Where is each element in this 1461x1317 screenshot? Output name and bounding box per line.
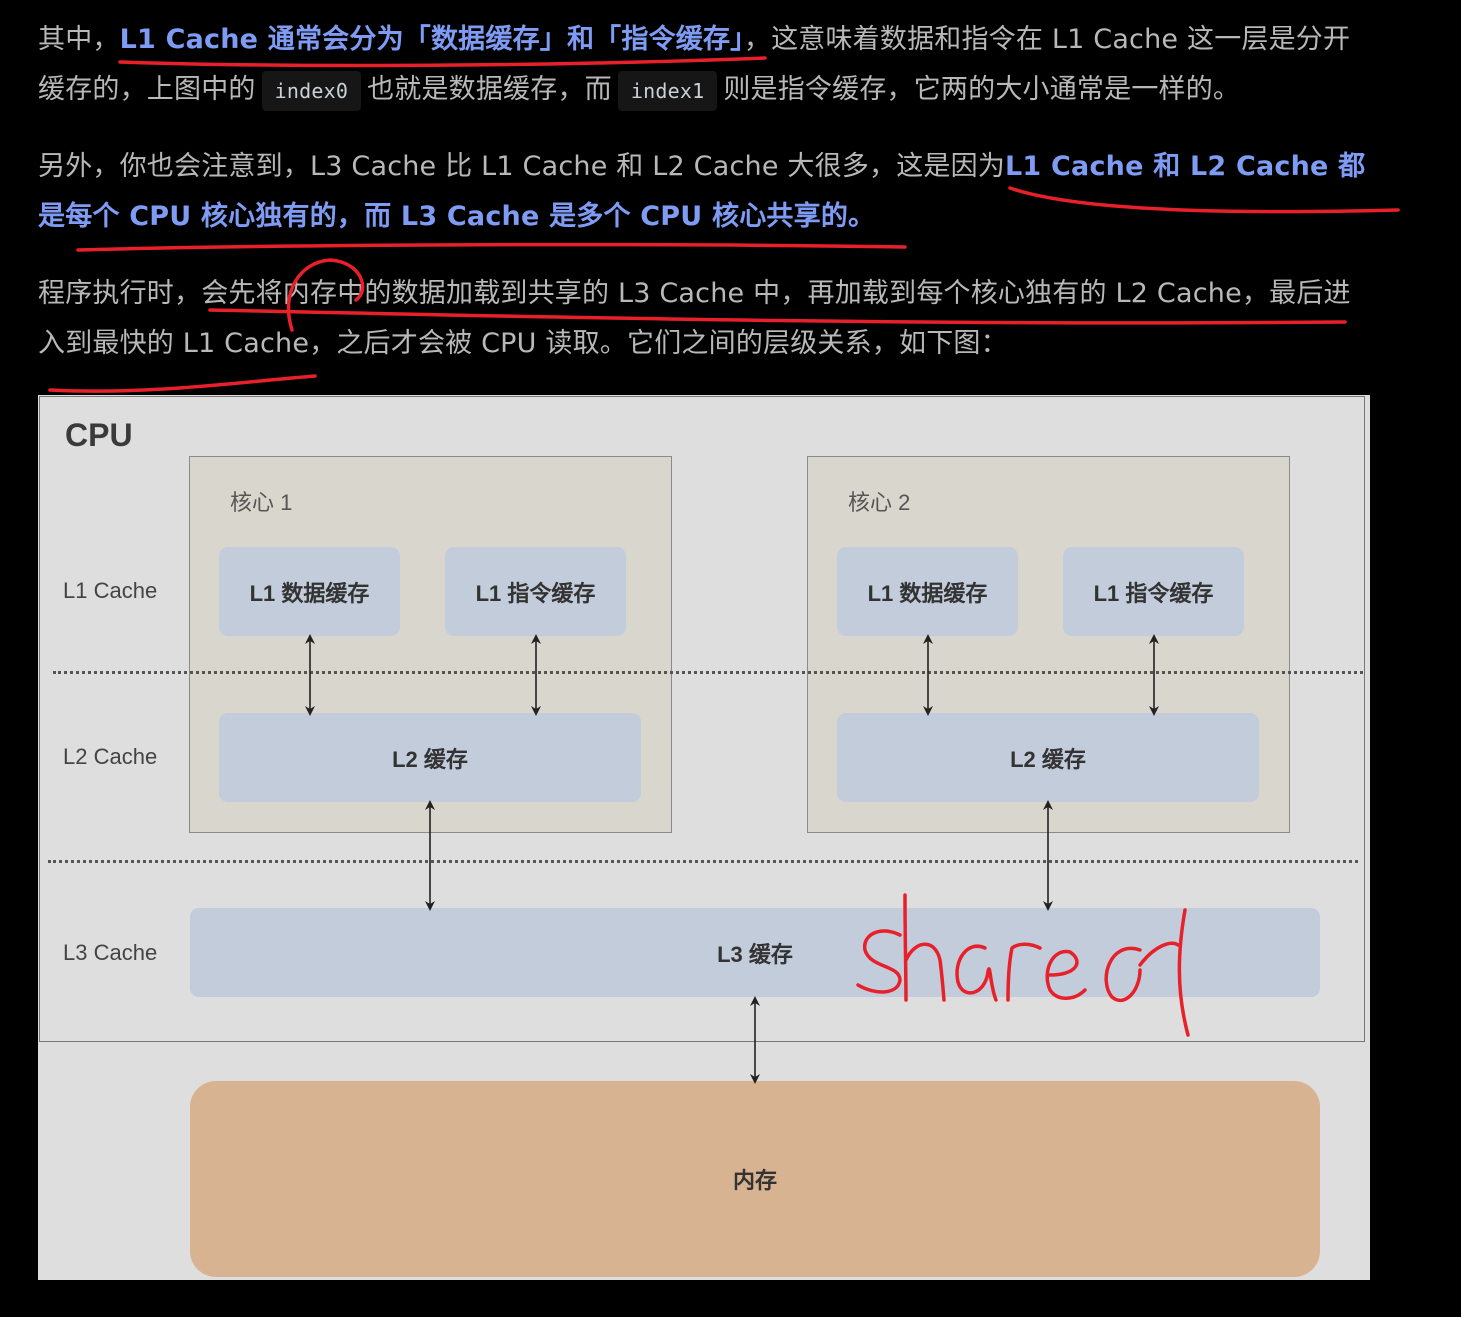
row-label-l3: L3 Cache xyxy=(63,940,158,965)
separator-l1-l2 xyxy=(53,671,1363,674)
cache-hierarchy-diagram: CPU L1 Cache L2 Cache L3 Cache 核心 1 L1 数… xyxy=(38,395,1370,1280)
p2-text-start: 另外，你也会注意到，L3 Cache 比 L1 Cache 和 L2 Cache… xyxy=(38,151,1006,182)
core-2-l1-instruction-cache: L1 指令缓存 xyxy=(1063,547,1244,636)
p1-text-end: 则是指令缓存，它两的大小通常是一样的。 xyxy=(723,74,1241,105)
core-1-label: 核心 1 xyxy=(230,490,293,515)
cpu-boundary: CPU xyxy=(39,396,1365,1042)
main-memory: 内存 xyxy=(190,1081,1320,1277)
paragraph-2: 另外，你也会注意到，L3 Cache 比 L1 Cache 和 L2 Cache… xyxy=(38,142,1368,242)
code-index1: index1 xyxy=(617,71,718,111)
paragraph-1: 其中，L1 Cache 通常会分为「数据缓存」和「指令缓存」，这意味着数据和指令… xyxy=(38,15,1368,116)
arrows-layer xyxy=(305,634,1159,1084)
paragraph-3: 程序执行时，会先将内存中的数据加载到共享的 L3 Cache 中，再加载到每个核… xyxy=(38,269,1368,369)
p1-text-mid1: ，这意味着数据和指令在 L1 Cache 这一层是分开缓存的，上图中的 xyxy=(38,24,1351,105)
underline-p3-line2 xyxy=(48,374,317,393)
p2-highlight: L1 Cache 和 L2 Cache 都是每个 CPU 核心独有的，而 L3 … xyxy=(38,151,1366,232)
core-1-box: 核心 1 L1 数据缓存 L1 指令缓存 L2 缓存 xyxy=(189,456,672,833)
p1-highlight: L1 Cache 通常会分为「数据缓存」和「指令缓存」 xyxy=(119,24,744,55)
row-label-l1: L1 Cache xyxy=(63,578,158,603)
core-2-label: 核心 2 xyxy=(848,490,911,515)
p1-text-mid2: 也就是数据缓存，而 xyxy=(367,74,612,105)
cpu-title: CPU xyxy=(65,417,133,453)
core-1-l1-instruction-cache: L1 指令缓存 xyxy=(445,547,626,636)
p3-text: 程序执行时，会先将内存中的数据加载到共享的 L3 Cache 中，再加载到每个核… xyxy=(38,278,1351,359)
code-index0: index0 xyxy=(261,71,362,111)
core-2-box: 核心 2 L1 数据缓存 L1 指令缓存 L2 缓存 xyxy=(807,456,1290,833)
core-1-l1-data-cache: L1 数据缓存 xyxy=(219,547,400,636)
p1-text-start: 其中， xyxy=(38,24,120,55)
core-1-l2-cache: L2 缓存 xyxy=(219,713,641,802)
core-2-l1-data-cache: L1 数据缓存 xyxy=(837,547,1018,636)
underline-p2-line2 xyxy=(76,242,907,252)
separator-l2-l3 xyxy=(48,860,1358,863)
row-label-l2: L2 Cache xyxy=(63,744,158,769)
core-2-l2-cache: L2 缓存 xyxy=(837,713,1259,802)
